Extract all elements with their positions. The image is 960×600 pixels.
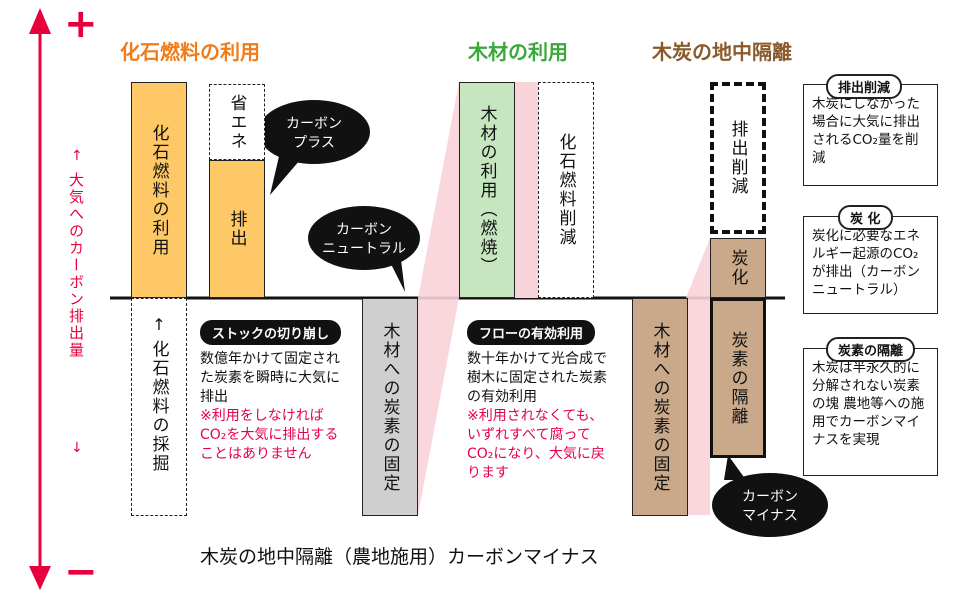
- flow-pill: フローの有効利用: [467, 320, 596, 345]
- flow-description: 数十年かけて光合成で樹木に固定された炭素の有効利用 ※利用されなくても、いずれす…: [467, 350, 617, 483]
- stock-note: ※利用をしなければCO₂を大気に排出することはありません: [200, 408, 339, 462]
- bar-emission-reduction: 排出削減: [710, 82, 766, 234]
- axis-down-arrow: ↓: [71, 440, 83, 456]
- stock-text: 数億年かけて固定された炭素を瞬時に大気に排出: [200, 351, 340, 405]
- axis-minus-sign: −: [64, 549, 98, 595]
- pink-band-charcoal: [686, 238, 710, 515]
- section-title-wood: 木材の利用: [468, 40, 568, 64]
- flow-text: 数十年かけて光合成で樹木に固定された炭素の有効利用: [467, 351, 607, 405]
- carbon-minus-line2: マイナス: [742, 508, 798, 524]
- note-sequestration-title: 炭素の隔離: [826, 337, 916, 362]
- section-title-charcoal: 木炭の地中隔離: [652, 40, 792, 64]
- note-emission-reduction-text: 木炭にしなかった場合に大気に排出されるCO₂量を削減: [812, 96, 920, 166]
- carbon-plus-bubble: カーボン プラス: [258, 100, 370, 195]
- section-title-fossil: 化石燃料の利用: [120, 40, 260, 64]
- carbon-plus-line2: プラス: [293, 135, 335, 151]
- carbon-neutral-line2: ニュートラル: [322, 241, 406, 257]
- bar-fossil-use: 化石燃料の利用: [131, 82, 187, 298]
- stock-description: 数億年かけて固定された炭素を瞬時に大気に排出 ※利用をしなければCO₂を大気に排…: [200, 350, 350, 464]
- note-sequestration: 木炭は半永久的に分解されない炭素の塊 農地等への施用でカーボンマイナスを実現: [803, 348, 938, 476]
- bar-wood-use: 木材の利用（燃焼）: [459, 82, 515, 298]
- note-carbonization-text: 炭化に必要なエネルギー起源のCO₂が排出（カーボンニュートラル）: [812, 228, 920, 298]
- pink-band-neutral: [418, 82, 459, 515]
- axis-plus-sign: +: [64, 1, 98, 47]
- axis-up-arrow: ↑: [71, 148, 83, 164]
- bar-fossil-reduction: 化石燃料削減: [538, 82, 594, 298]
- mining-arrow: ↑: [152, 315, 166, 334]
- stock-pill: ストックの切り崩し: [200, 320, 342, 345]
- bar-carbonization: 炭化: [710, 238, 766, 298]
- note-carbonization: 炭化に必要なエネルギー起源のCO₂が排出（カーボンニュートラル）: [803, 216, 938, 314]
- carbon-neutral-bubble: カーボン ニュートラル: [308, 206, 420, 292]
- carbon-minus-line1: カーボン: [742, 489, 798, 505]
- bar-wood-fix-2: 木材への炭素の固定: [632, 298, 688, 516]
- carbon-neutral-line1: カーボン: [336, 222, 392, 238]
- carbon-plus-line1: カーボン: [286, 116, 342, 132]
- bar-energy-saving: 省エネ: [209, 84, 265, 160]
- carbon-minus-bubble: カーボン マイナス: [712, 455, 828, 537]
- bar-emission: 排出: [209, 160, 265, 298]
- bar-carbon-sequestration: 炭素の隔離: [710, 298, 766, 458]
- emission-axis-arrow: [29, 8, 51, 590]
- bar-fossil-mining: ↑ 化石燃料の採掘: [131, 298, 187, 516]
- pink-band-use: [514, 82, 538, 298]
- note-sequestration-text: 木炭は半永久的に分解されない炭素の塊 農地等への施用でカーボンマイナスを実現: [812, 360, 925, 448]
- note-emission-reduction-title: 排出削減: [826, 74, 903, 99]
- flow-note: ※利用されなくても、いずれすべて腐ってCO₂になり、大気に戻ります: [467, 408, 605, 481]
- axis-label: 大気へのカーボン排出量: [67, 172, 85, 359]
- bottom-caption: 木炭の地中隔離（農地施用）カーボンマイナス: [200, 546, 599, 568]
- note-emission-reduction: 木炭にしなかった場合に大気に排出されるCO₂量を削減: [803, 84, 938, 186]
- bar-wood-fix-1: 木材への炭素の固定: [362, 298, 418, 516]
- note-carbonization-title: 炭 化: [838, 205, 893, 230]
